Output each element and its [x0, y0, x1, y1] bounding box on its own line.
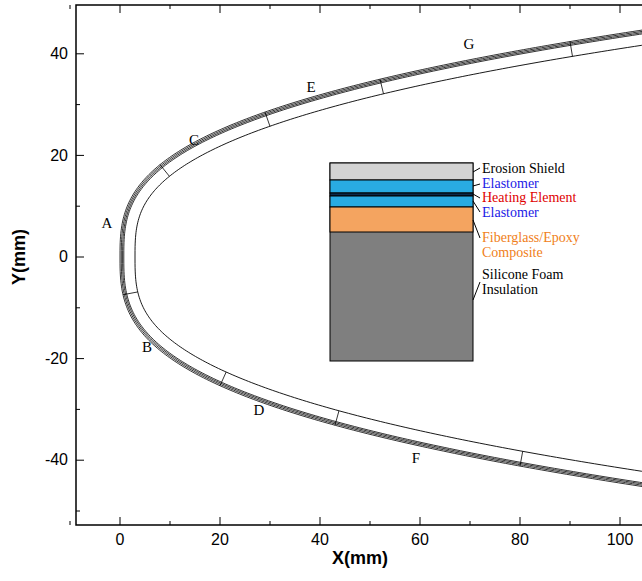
section-divider — [380, 79, 383, 94]
section-divider — [265, 112, 270, 126]
axis-tick — [170, 5, 171, 9]
section-divider — [520, 451, 523, 466]
section-letter: G — [464, 36, 475, 53]
axes-frame — [70, 5, 642, 525]
tick-label: -40 — [45, 451, 68, 469]
axis-tick — [76, 409, 80, 410]
axis-tick — [570, 521, 571, 525]
section-divider — [220, 372, 226, 386]
axis-tick — [76, 307, 80, 308]
axis-tick — [76, 257, 84, 258]
axis-tick — [420, 5, 421, 13]
layer-label: Fiberglass/Epoxy Composite — [482, 230, 607, 261]
axis-tick — [270, 521, 271, 525]
axis-tick — [76, 358, 84, 359]
section-divider — [570, 42, 572, 57]
axis-tick — [520, 517, 521, 525]
section-divider — [160, 165, 169, 177]
airfoil-contour — [135, 37, 642, 479]
axis-tick — [370, 5, 371, 9]
tick-label: 100 — [607, 531, 634, 549]
section-divider — [123, 292, 138, 295]
axis-tick — [620, 5, 621, 13]
axis-tick — [220, 517, 221, 525]
axis-tick — [70, 5, 71, 9]
tick-label: 20 — [50, 147, 68, 165]
tick-label: 0 — [59, 248, 68, 266]
tick-label: 20 — [211, 531, 229, 549]
axis-tick — [76, 53, 84, 54]
axis-tick — [120, 5, 121, 13]
section-letter: D — [254, 402, 265, 419]
tick-label: 40 — [50, 45, 68, 63]
axis-tick — [70, 521, 71, 525]
tick-label: 0 — [116, 531, 125, 549]
airfoil-contour — [124, 26, 642, 491]
elastomer-layer — [330, 180, 473, 193]
layer-label: Elastomer — [482, 176, 539, 191]
layer-stack-inset — [330, 163, 480, 361]
fiberglass-layer — [330, 207, 473, 232]
section-divider — [335, 411, 339, 425]
leader-lines — [473, 168, 480, 300]
axis-tick — [120, 517, 121, 525]
elastomer-layer — [330, 196, 473, 207]
axis-tick — [420, 517, 421, 525]
axis-title: Y(mm) — [10, 229, 30, 285]
axis-tick — [76, 155, 84, 156]
tick-label: 80 — [511, 531, 529, 549]
tick-label: 60 — [411, 531, 429, 549]
airfoil-contour — [120, 22, 642, 494]
axis-tick — [620, 517, 621, 525]
axis-frame — [76, 5, 642, 525]
axis-tick — [76, 460, 84, 461]
axis-tick — [76, 206, 80, 207]
layer-label: Erosion Shield — [482, 161, 565, 176]
axis-tick — [320, 5, 321, 13]
axis-tick — [470, 521, 471, 525]
layer-label: Elastomer — [482, 205, 539, 220]
airfoil-contours — [120, 22, 642, 494]
section-letter: B — [142, 339, 152, 356]
axis-tick — [76, 511, 80, 512]
section-letter: C — [189, 132, 199, 149]
axis-tick — [570, 5, 571, 9]
tick-label: -20 — [45, 350, 68, 368]
tick-label: 40 — [311, 531, 329, 549]
silicone-foam-layer — [330, 163, 473, 361]
axis-tick — [520, 5, 521, 13]
axis-title: X(mm) — [332, 549, 388, 569]
section-letter: A — [102, 215, 113, 232]
axis-tick — [470, 5, 471, 9]
erosion-shield-layer — [330, 163, 473, 180]
axis-tick — [220, 5, 221, 13]
axis-tick — [170, 521, 171, 525]
axis-tick — [320, 517, 321, 525]
layer-label: Heating Element — [482, 190, 576, 205]
axis-tick — [270, 5, 271, 9]
section-letter: E — [306, 79, 315, 96]
axis-tick — [370, 521, 371, 525]
layer-label: Silicone Foam Insulation — [482, 267, 592, 298]
section-letter: F — [412, 450, 420, 467]
axis-tick — [76, 104, 80, 105]
